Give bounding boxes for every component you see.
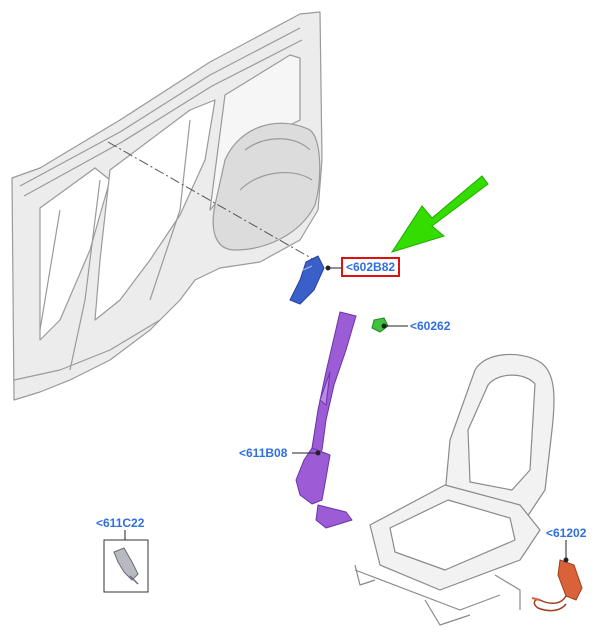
buckle-inset-box [103, 539, 149, 593]
seat-belt-guide-part [289, 255, 325, 305]
callout-60262: <60262 [410, 319, 451, 333]
callout-602b82: <602B82 [341, 257, 401, 277]
callout-leaders [124, 265, 569, 563]
callout-61202: <61202 [546, 526, 587, 540]
callout-611c22: <611C22 [96, 516, 145, 530]
callout-611b08: <611B08 [239, 446, 288, 460]
seat-frame [354, 353, 555, 626]
front-seat-belt-part [295, 311, 357, 529]
seat-belt-buckle-part [531, 559, 583, 612]
body-side-structure [11, 11, 323, 401]
leader-line [107, 141, 319, 263]
pointer-arrow-icon [390, 175, 489, 253]
